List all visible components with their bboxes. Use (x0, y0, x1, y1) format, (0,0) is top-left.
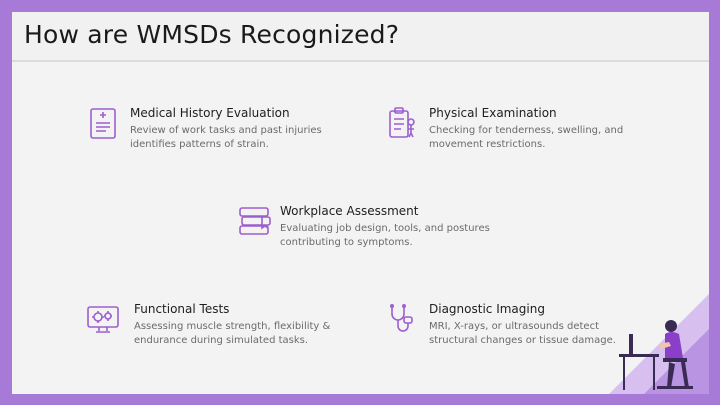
item-heading: Diagnostic Imaging (429, 302, 545, 316)
books-icon (238, 204, 272, 238)
item-heading: Physical Examination (429, 106, 557, 120)
item-functional-tests: Functional Tests Assessing muscle streng… (86, 302, 356, 352)
item-workplace-assessment: Workplace Assessment Evaluating job desi… (238, 204, 518, 254)
slide: How are WMSDs Recognized? Medical Histor… (12, 12, 709, 394)
slide-title: How are WMSDs Recognized? (24, 20, 400, 49)
stethoscope-icon (387, 302, 417, 336)
item-description: Evaluating job design, tools, and postur… (280, 223, 490, 248)
item-heading: Workplace Assessment (280, 204, 419, 218)
desk-worker-illustration (599, 284, 709, 394)
title-bar: How are WMSDs Recognized? (12, 12, 709, 62)
clipboard-exam-icon (387, 106, 417, 140)
item-description: MRI, X-rays, or ultrasounds detect struc… (429, 321, 616, 346)
item-heading: Functional Tests (134, 302, 230, 316)
item-medical-history: Medical History Evaluation Review of wor… (88, 106, 348, 156)
item-description: Checking for tenderness, swelling, and m… (429, 125, 624, 150)
item-physical-exam: Physical Examination Checking for tender… (387, 106, 647, 156)
gears-monitor-icon (86, 302, 120, 336)
item-heading: Medical History Evaluation (130, 106, 290, 120)
item-diagnostic-imaging: Diagnostic Imaging MRI, X-rays, or ultra… (387, 302, 657, 362)
item-description: Assessing muscle strength, flexibility &… (134, 321, 331, 346)
medical-record-icon (88, 106, 118, 140)
item-description: Review of work tasks and past injuries i… (130, 125, 322, 150)
